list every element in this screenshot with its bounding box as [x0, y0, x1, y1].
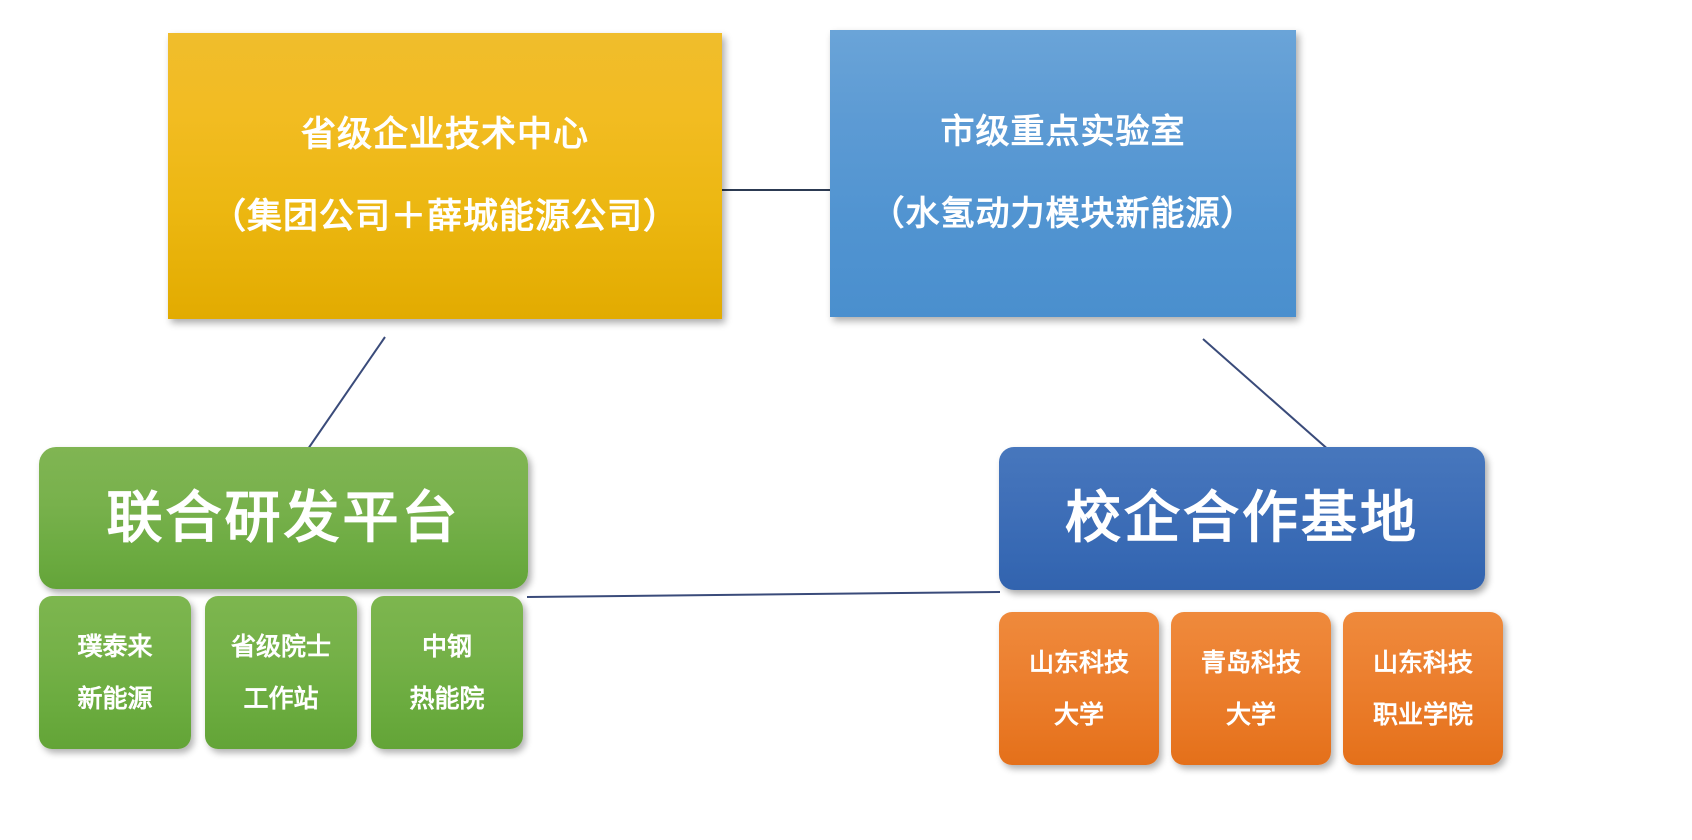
node-title-line1: 校企合作基地 [1065, 486, 1419, 550]
chip-label-line1: 中钢 [421, 632, 472, 661]
node-provincial-enterprise-technology-center[interactable]: 省级企业技术中心 （集团公司＋薛城能源公司） [168, 33, 722, 319]
chip-label-line1: 山东科技 [1372, 648, 1473, 677]
chip-label-line1: 璞泰来 [77, 632, 153, 661]
chip-label-line2: 热能院 [409, 684, 485, 713]
chip-shandong-university-of-science-and-technology[interactable]: 山东科技 大学 [999, 612, 1159, 765]
chip-provincial-academician-workstation[interactable]: 省级院士 工作站 [205, 596, 357, 749]
node-title-line1: 省级企业技术中心 [300, 114, 589, 154]
node-city-key-laboratory[interactable]: 市级重点实验室 （水氢动力模块新能源） [830, 30, 1296, 317]
node-school-enterprise-cooperation-base[interactable]: 校企合作基地 [999, 447, 1485, 590]
chip-zhonggang-thermal-institute[interactable]: 中钢 热能院 [371, 596, 523, 749]
chip-label-line2: 大学 [1225, 700, 1276, 729]
node-title-line2: （集团公司＋薛城能源公司） [210, 197, 679, 236]
chip-putailai-new-energy[interactable]: 璞泰来 新能源 [39, 596, 191, 749]
chip-label-line1: 山东科技 [1028, 648, 1129, 677]
chip-label-line2: 新能源 [77, 684, 153, 713]
node-title-line1: 联合研发平台 [106, 485, 461, 549]
chip-label-line2: 工作站 [243, 684, 319, 713]
connector-joint-rd-to-school-base [526, 591, 1001, 598]
node-title-line1: 市级重点实验室 [940, 113, 1186, 152]
chip-label-line2: 职业学院 [1372, 700, 1473, 729]
chip-shandong-vocational-college-of-science-and-technology[interactable]: 山东科技 职业学院 [1343, 612, 1503, 765]
chip-label-line2: 大学 [1053, 700, 1104, 729]
chip-label-line1: 青岛科技 [1200, 648, 1301, 677]
node-title-line2: （水氢动力模块新能源） [870, 194, 1256, 233]
chip-qingdao-university-of-science-and-technology[interactable]: 青岛科技 大学 [1171, 612, 1331, 765]
chip-label-line1: 省级院士 [230, 632, 331, 661]
node-joint-rd-platform[interactable]: 联合研发平台 [39, 447, 528, 589]
